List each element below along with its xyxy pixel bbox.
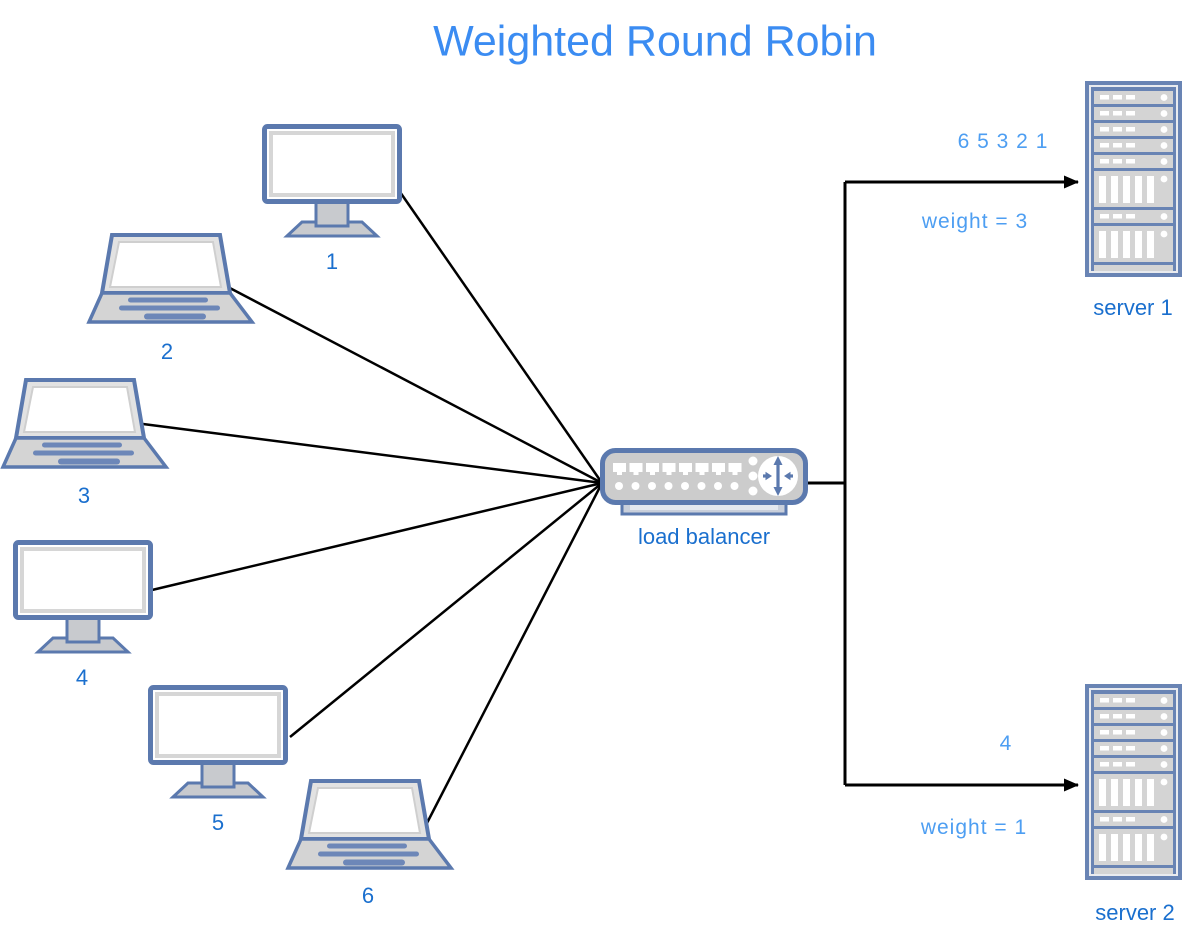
server-2-icon bbox=[1084, 683, 1183, 881]
connection-line-4 bbox=[151, 481, 603, 592]
server-1-label: server 1 bbox=[1093, 295, 1173, 320]
lb-side-dots bbox=[748, 456, 758, 496]
client-2-label: 2 bbox=[160, 339, 174, 364]
page-title: Weighted Round Robin bbox=[433, 17, 877, 66]
client-1-monitor-icon bbox=[265, 127, 400, 237]
lb-ports bbox=[613, 463, 742, 475]
server-1-weight-label: weight = 3 bbox=[921, 210, 1029, 233]
client-connection-lines bbox=[142, 191, 604, 824]
load-balancer-label: load balancer bbox=[637, 524, 771, 549]
lb-balance-arrows-icon bbox=[758, 456, 798, 496]
client-4-monitor-icon bbox=[16, 543, 151, 653]
client-5-monitor-icon bbox=[151, 688, 286, 798]
server-1-icon bbox=[1084, 80, 1183, 278]
server-routing-lines bbox=[808, 175, 1079, 792]
load-balancer-icon bbox=[600, 448, 808, 516]
client-6-label: 6 bbox=[361, 883, 375, 908]
connection-line-3 bbox=[142, 422, 603, 485]
connection-line-2 bbox=[225, 284, 603, 485]
client-5-label: 5 bbox=[211, 810, 225, 835]
client-3-label: 3 bbox=[77, 483, 91, 508]
client-3-laptop-icon bbox=[1, 378, 168, 469]
server-2-label: server 2 bbox=[1095, 900, 1175, 925]
connection-line-5 bbox=[289, 482, 603, 738]
server-1-queue-label: 6 5 3 2 1 bbox=[957, 130, 1049, 153]
server-2-weight-label: weight = 1 bbox=[920, 816, 1028, 839]
connection-line-1 bbox=[398, 191, 604, 484]
client-6-laptop-icon bbox=[286, 779, 453, 870]
connection-line-6 bbox=[425, 482, 604, 824]
server-2-queue-label: 4 bbox=[999, 732, 1013, 755]
lb-indicator-dots bbox=[615, 482, 739, 490]
client-1-label: 1 bbox=[325, 249, 339, 274]
client-2-laptop-icon bbox=[87, 233, 254, 324]
client-4-label: 4 bbox=[75, 665, 89, 690]
